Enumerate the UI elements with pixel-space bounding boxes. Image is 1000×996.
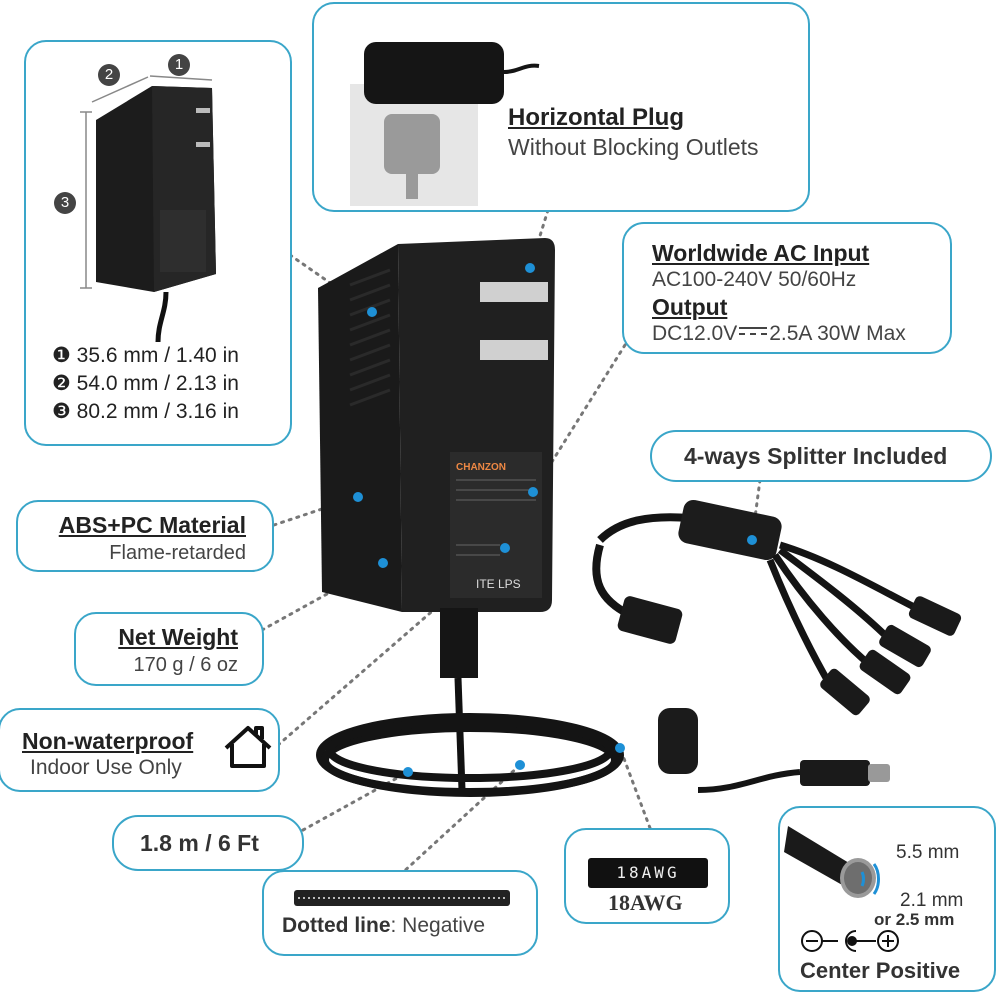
ac-input-value: AC100-240V 50/60Hz [652, 268, 857, 291]
horizontal-plug-title: Horizontal Plug [508, 104, 684, 131]
ac-input-panel: Worldwide AC Input AC100-240V 50/60Hz Ou… [622, 222, 952, 354]
dc-symbol-icon [739, 327, 768, 341]
cable-length-label: 1.8 m / 6 Ft [140, 830, 259, 856]
dimension-callout-1: 1 [168, 54, 190, 76]
waterproof-title: Non-waterproof [22, 728, 194, 754]
output-title: Output [652, 294, 728, 320]
net-weight-panel: Net Weight 170 g / 6 oz [74, 612, 264, 686]
splitter-label: 4-ways Splitter Included [684, 443, 948, 469]
dc-tip-inner-size: 2.1 mm [900, 890, 964, 911]
waterproof-subtitle: Indoor Use Only [30, 756, 182, 779]
polarity-line-panel: Dotted line: Negative [262, 870, 538, 956]
dc-tip-outer-size: 5.5 mm [896, 842, 960, 863]
waterproof-panel: Non-waterproof Indoor Use Only [0, 708, 280, 792]
dc-tip-panel: 5.5 mm 2.1 mm or 2.5 mm Center Positive [778, 806, 996, 992]
center-positive-polarity-icon [801, 930, 899, 952]
net-weight-title: Net Weight [118, 624, 238, 650]
ac-input-title: Worldwide AC Input [652, 240, 870, 266]
dimension-row-1: ❶ 35.6 mm / 1.40 in [52, 344, 239, 367]
dimension-list: ❶ 35.6 mm / 1.40 in ❷ 54.0 mm / 2.13 in … [52, 342, 239, 426]
dimension-callout-3: 3 [54, 192, 76, 214]
splitter-panel: 4-ways Splitter Included [650, 430, 992, 482]
wall-outlet-illustration [350, 42, 540, 206]
center-positive-label: Center Positive [800, 958, 961, 983]
dc-tip-illustration [784, 826, 880, 898]
dc-tip-alt-size: or 2.5 mm [874, 910, 955, 929]
dimensions-panel: 2 1 3 ❶ 35.6 mm / 1.40 in ❷ 54.0 mm / 2.… [24, 40, 292, 446]
net-weight-value: 170 g / 6 oz [133, 654, 238, 676]
material-title: ABS+PC Material [58, 512, 246, 538]
awg-cable-sample: 18AWG [588, 858, 708, 888]
horizontal-plug-panel: Horizontal Plug Without Blocking Outlets [312, 2, 810, 212]
cable-length-panel: 1.8 m / 6 Ft [112, 815, 304, 871]
material-subtitle: Flame-retarded [109, 542, 246, 564]
house-icon [224, 726, 272, 768]
small-adapter-illustration [80, 75, 216, 343]
awg-label: 18AWG [608, 890, 683, 915]
cable-sample-illustration [294, 890, 510, 906]
awg-panel: 18AWG 18AWG [564, 828, 730, 924]
polarity-line-text: Dotted line: Negative [282, 914, 486, 937]
horizontal-plug-subtitle: Without Blocking Outlets [508, 134, 759, 160]
dimension-callout-2: 2 [98, 64, 120, 86]
material-panel: ABS+PC Material Flame-retarded [16, 500, 274, 572]
dimension-row-2: ❷ 54.0 mm / 2.13 in [52, 372, 239, 395]
dimension-row-3: ❸ 80.2 mm / 3.16 in [52, 400, 239, 423]
